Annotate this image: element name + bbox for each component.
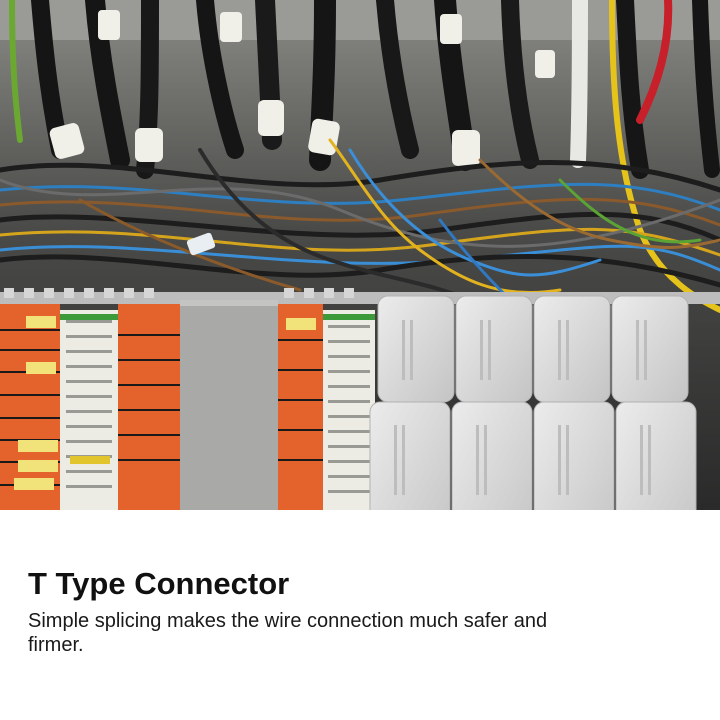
cable-duct <box>180 300 278 510</box>
wire-bundle <box>0 138 720 312</box>
connector-4 <box>611 295 689 403</box>
cable-sleeves <box>49 10 555 166</box>
connector-grid <box>369 295 697 510</box>
wiring-cabinet-illustration <box>0 0 720 510</box>
connector-5 <box>369 401 451 510</box>
green-strip <box>60 314 118 320</box>
connector-8 <box>615 401 697 510</box>
terminal-slots-left <box>66 320 112 488</box>
terminal-slots-right <box>328 325 370 493</box>
rail-teeth <box>4 288 354 298</box>
product-title: T Type Connector <box>28 566 290 601</box>
yellow-strip <box>70 456 110 464</box>
connector-1 <box>377 295 455 403</box>
orange-panel-right <box>278 304 323 510</box>
caption-area: T Type Connector Simple splicing makes t… <box>0 510 720 720</box>
green-strip-right <box>323 314 375 320</box>
label-tags <box>14 316 316 490</box>
small-connector <box>186 232 216 256</box>
connector-2 <box>455 295 533 403</box>
connector-3 <box>533 295 611 403</box>
orange-panel-left <box>0 304 60 510</box>
connector-6 <box>451 401 533 510</box>
product-photo <box>0 0 720 510</box>
orange-panel-mid <box>118 304 180 510</box>
connector-7 <box>533 401 615 510</box>
product-description: Simple splicing makes the wire connectio… <box>28 610 548 656</box>
